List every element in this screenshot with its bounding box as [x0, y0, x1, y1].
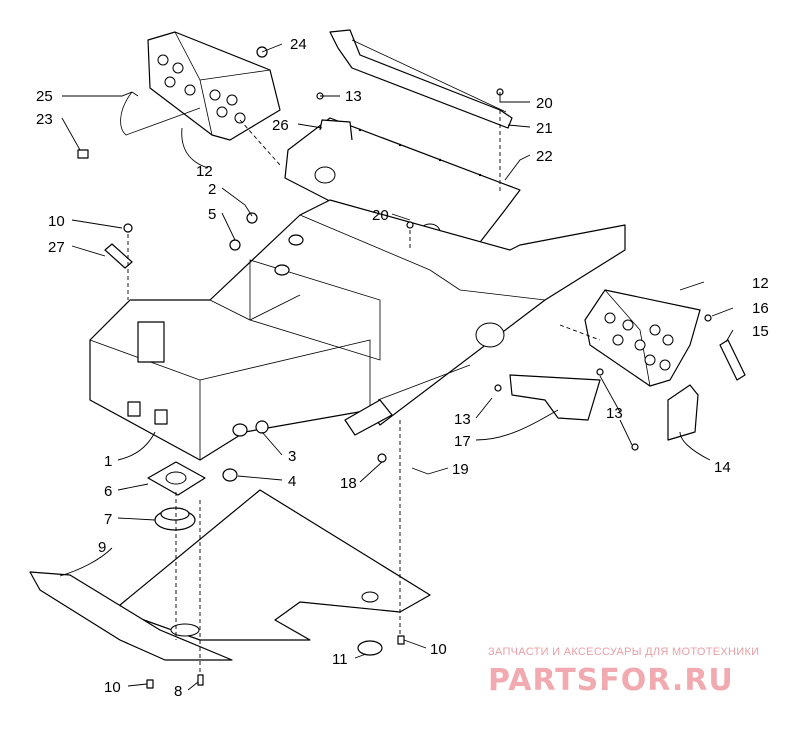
callout-9: 9: [98, 539, 106, 556]
watermark: ЗАПЧАСТИ И АКСЕССУАРЫ ДЛЯ МОТОТЕХНИКИ PA…: [488, 646, 759, 698]
chassis-frame: [89, 199, 626, 461]
callout-13: 13: [345, 88, 362, 105]
callout-6: 6: [104, 483, 112, 500]
strap-15: [719, 339, 746, 381]
callout-11: 11: [332, 651, 348, 668]
callout-12: 12: [752, 275, 769, 292]
callout-8: 8: [174, 683, 182, 700]
callout-5: 5: [208, 206, 216, 223]
strip-27: [104, 243, 133, 269]
callout-26: 26: [272, 117, 289, 134]
callout-numbers: 24 25 23 13 20 26 21 22 12 2 5 20 10 27 …: [36, 36, 769, 700]
callout-25: 25: [36, 88, 53, 105]
bushings: [222, 212, 269, 482]
grommet-11: [357, 640, 383, 656]
callout-14: 14: [714, 459, 731, 476]
right-footrest-bracket: [584, 289, 701, 387]
callout-12: 12: [196, 163, 213, 180]
watermark-tagline: ЗАПЧАСТИ И АКСЕССУАРЫ ДЛЯ МОТОТЕХНИКИ: [488, 646, 759, 658]
callout-2: 2: [208, 181, 216, 198]
shaft-tube: [274, 234, 393, 436]
left-footrest-bracket: [147, 31, 281, 141]
leader-lines: [59, 43, 734, 691]
fasteners: [123, 88, 712, 475]
callout-1: 1: [104, 453, 112, 470]
callout-3: 3: [288, 448, 296, 465]
rear-seat-rail: [329, 29, 513, 129]
callout-13: 13: [454, 411, 471, 428]
front-skid-9: [29, 571, 233, 661]
boot-7: [154, 507, 196, 531]
cable-25: [120, 91, 201, 136]
screw-23: [77, 149, 89, 159]
support-bracket-17: [509, 374, 601, 421]
callout-24: 24: [290, 36, 307, 53]
callout-10: 10: [104, 679, 121, 696]
callout-10: 10: [430, 641, 447, 658]
gasket-6: [147, 461, 206, 496]
callout-27: 27: [48, 239, 65, 256]
callout-4: 4: [288, 473, 296, 490]
callout-15: 15: [752, 323, 769, 340]
belly-pan: [119, 489, 431, 641]
callout-13: 13: [606, 405, 623, 422]
callout-16: 16: [752, 300, 769, 317]
watermark-logo: PARTSFOR.RU: [488, 663, 734, 698]
callout-10: 10: [48, 213, 65, 230]
callout-17: 17: [454, 433, 471, 450]
callout-18: 18: [340, 475, 357, 492]
callout-7: 7: [104, 511, 112, 528]
callout-22: 22: [536, 148, 553, 165]
callout-23: 23: [36, 111, 53, 128]
callout-20: 20: [536, 95, 553, 112]
guard-14: [667, 384, 699, 441]
callout-20: 20: [372, 207, 389, 224]
callout-21: 21: [536, 120, 553, 137]
callout-19: 19: [452, 461, 469, 478]
bracket-26: [319, 119, 353, 141]
